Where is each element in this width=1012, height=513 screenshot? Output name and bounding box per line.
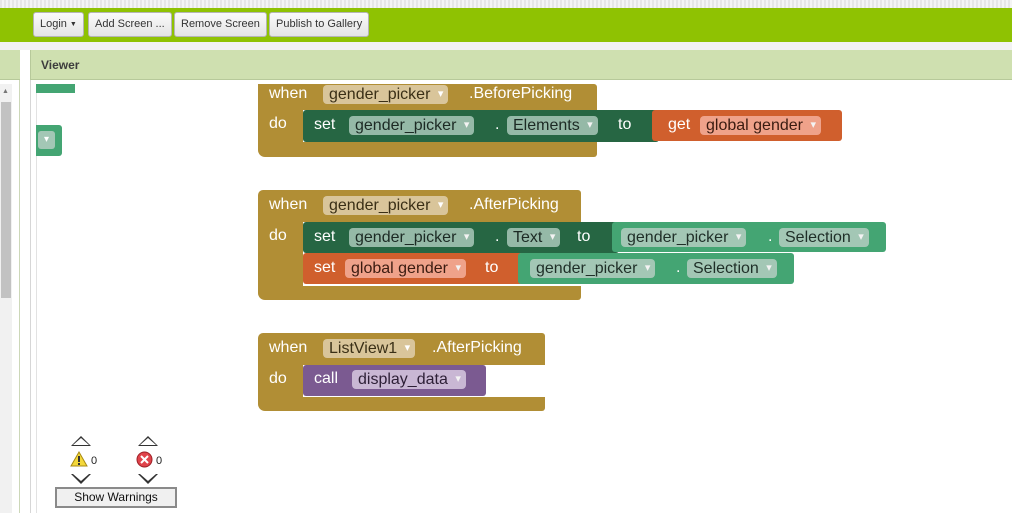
- event-name: .AfterPicking: [432, 339, 522, 356]
- component-dropdown[interactable]: gender_picker: [323, 85, 449, 104]
- chevron-down-icon[interactable]: ▾: [38, 131, 55, 149]
- scroll-up-icon[interactable]: ▲: [2, 88, 9, 95]
- event-name: .BeforePicking: [469, 85, 573, 102]
- dot-separator: .: [676, 259, 681, 276]
- next-error-arrow-icon[interactable]: [138, 474, 158, 484]
- property-dropdown[interactable]: Elements: [507, 116, 598, 135]
- do-keyword: do: [269, 370, 287, 387]
- set-component-dropdown[interactable]: gender_picker: [349, 228, 475, 247]
- component-dropdown[interactable]: gender_picker: [323, 196, 449, 215]
- chevron-down-icon: ▼: [69, 21, 77, 28]
- when-keyword: when: [269, 196, 308, 213]
- workspace-edge: [36, 84, 37, 513]
- dot-separator: .: [768, 228, 773, 245]
- prev-warning-arrow-icon[interactable]: [71, 436, 91, 446]
- publish-to-gallery-button[interactable]: Publish to Gallery: [269, 12, 370, 37]
- blocks-palette-panel: ▲: [0, 50, 20, 513]
- do-keyword: do: [269, 115, 287, 132]
- getter-component-dropdown[interactable]: gender_picker: [530, 259, 656, 278]
- set-keyword: set: [314, 259, 336, 276]
- to-keyword: to: [485, 259, 499, 276]
- get-keyword: get: [668, 116, 691, 133]
- getter-property-dropdown[interactable]: Selection: [687, 259, 777, 278]
- variable-dropdown[interactable]: global gender: [345, 259, 466, 278]
- prev-error-arrow-icon[interactable]: [138, 436, 158, 446]
- event-block-footer: [258, 286, 581, 300]
- event-block-side: [258, 220, 303, 288]
- top-stripe: [0, 0, 1012, 8]
- do-keyword: do: [269, 227, 287, 244]
- partial-block-top[interactable]: [36, 84, 75, 93]
- scrollbar-thumb[interactable]: [1, 102, 11, 298]
- getter-property-dropdown[interactable]: Selection: [779, 228, 869, 247]
- variable-dropdown[interactable]: global gender: [700, 116, 821, 135]
- toolbar-gap: [0, 42, 1012, 50]
- event-block-footer: [258, 397, 545, 411]
- when-keyword: when: [269, 85, 308, 102]
- to-keyword: to: [618, 116, 632, 133]
- event-name: .AfterPicking: [469, 196, 559, 213]
- next-warning-arrow-icon[interactable]: [71, 474, 91, 484]
- remove-screen-button[interactable]: Remove Screen: [174, 12, 267, 37]
- call-keyword: call: [314, 370, 339, 387]
- warning-icon: [70, 451, 88, 467]
- getter-component-dropdown[interactable]: gender_picker: [621, 228, 747, 247]
- palette-header: [0, 50, 20, 80]
- set-component-dropdown[interactable]: gender_picker: [349, 116, 475, 135]
- error-count: 0: [156, 455, 163, 467]
- to-keyword: to: [577, 228, 591, 245]
- procedure-dropdown[interactable]: display_data: [352, 370, 466, 389]
- login-label: Login: [40, 18, 67, 30]
- partial-block-dropdown[interactable]: ▾: [36, 125, 62, 156]
- error-icon: [136, 451, 153, 468]
- viewer-header: Viewer: [30, 50, 1012, 80]
- toolbar: Login▼ Add Screen ... Remove Screen Publ…: [0, 8, 1012, 42]
- component-dropdown[interactable]: ListView1: [323, 339, 416, 358]
- viewer-title: Viewer: [41, 58, 80, 72]
- warning-count: 0: [91, 455, 98, 467]
- login-button[interactable]: Login▼: [33, 12, 84, 37]
- add-screen-button[interactable]: Add Screen ...: [88, 12, 172, 37]
- dot-separator: .: [495, 116, 500, 133]
- set-keyword: set: [314, 228, 336, 245]
- event-block-side: [258, 108, 303, 144]
- palette-scrollbar[interactable]: ▲: [0, 84, 12, 513]
- dot-separator: .: [495, 228, 500, 245]
- when-keyword: when: [269, 339, 308, 356]
- property-dropdown[interactable]: Text: [507, 228, 561, 247]
- set-keyword: set: [314, 116, 336, 133]
- event-block-footer: [258, 142, 597, 157]
- show-warnings-button[interactable]: Show Warnings: [55, 487, 177, 508]
- event-block-side: [258, 363, 303, 399]
